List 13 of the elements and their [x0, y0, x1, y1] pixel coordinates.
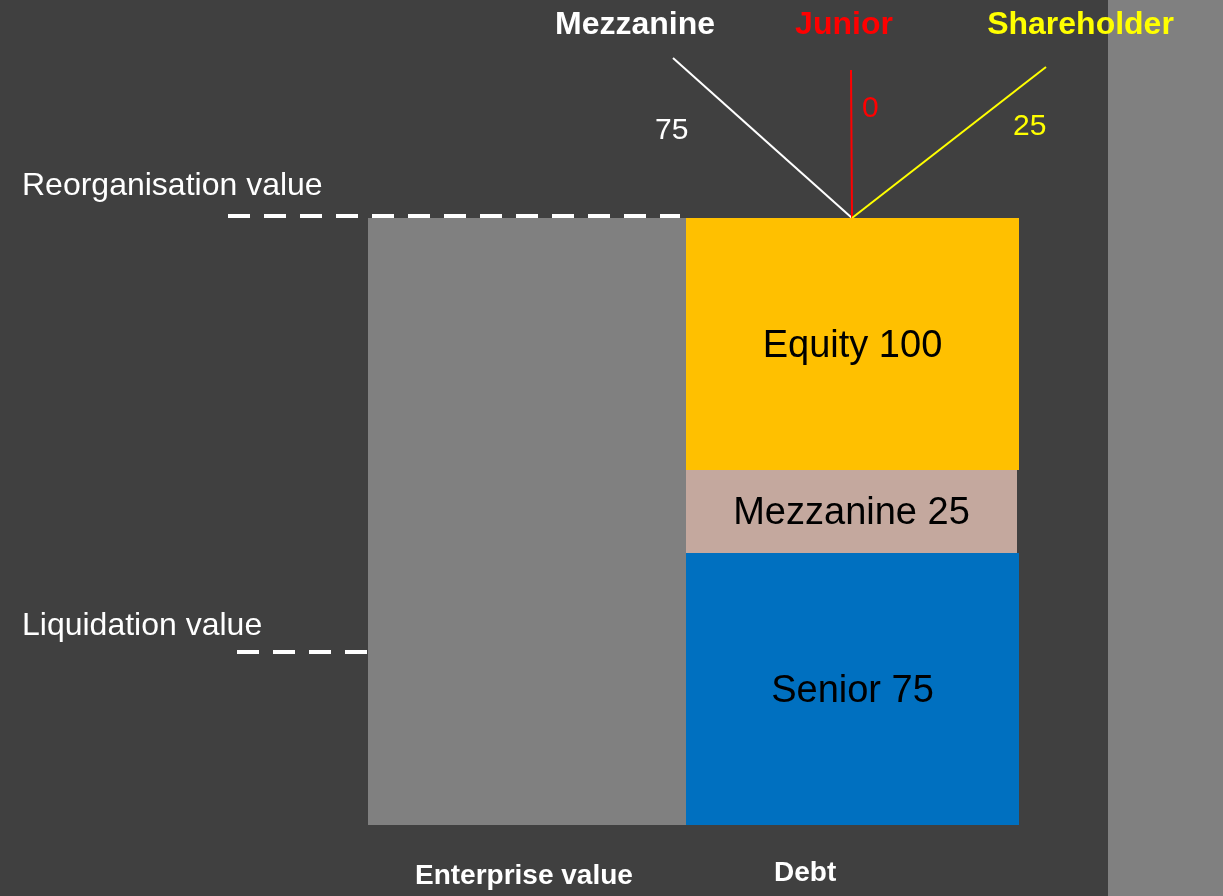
axis-label: Enterprise value [415, 859, 633, 891]
capital-block: Senior 75 [686, 553, 1019, 825]
stakeholder-label: Junior [785, 5, 903, 70]
stakeholder-label: Mezzanine [540, 5, 730, 58]
connector-line [850, 69, 853, 219]
connector-line [672, 57, 853, 219]
connector-line [851, 66, 1047, 219]
stakeholder-label: Shareholder [968, 5, 1193, 67]
capital-block: Mezzanine 25 [686, 470, 1017, 553]
value-label: Reorganisation value [22, 166, 323, 203]
capital-block: Equity 100 [686, 218, 1019, 470]
value-label: Liquidation value [22, 606, 263, 643]
axis-label: Debt [774, 856, 837, 888]
